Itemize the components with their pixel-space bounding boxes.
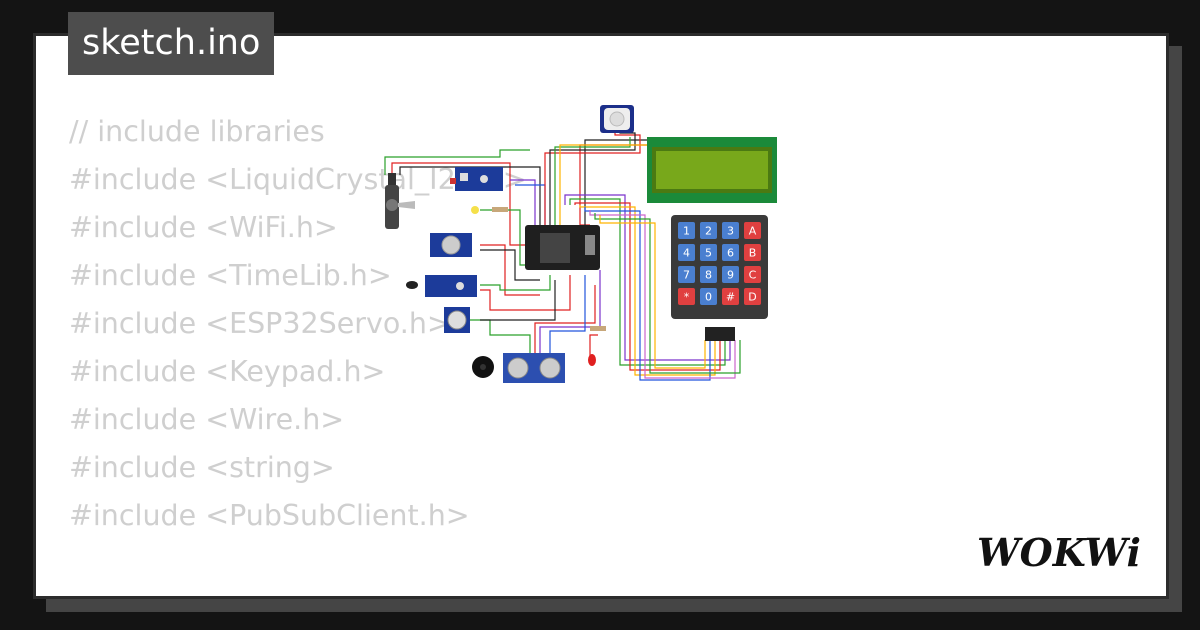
keypad-key (700, 222, 717, 239)
code-line: #include <PubSubClient.h> (69, 499, 470, 532)
keypad-key-label: 2 (705, 225, 712, 238)
keypad-key-label: A (749, 225, 757, 238)
keypad-key (700, 244, 717, 261)
wokwi-logo-text: WOKWi (977, 530, 1141, 575)
code-editor: // include libraries#include <LiquidCrys… (69, 108, 581, 596)
potentiometer (444, 307, 470, 333)
keypad-key (744, 244, 761, 261)
sensor-module (450, 167, 503, 191)
keypad-key (744, 288, 761, 305)
code-line: #include <Keypad.h> (69, 355, 386, 388)
keypad-key-label: B (749, 247, 757, 260)
led-red (588, 326, 606, 366)
keypad-key (678, 266, 695, 283)
circuit-diagram: 1 2 3 A 4 5 6 B 7 8 9 C * 0 # D (384, 105, 777, 383)
wires (384, 130, 741, 381)
code-line: #include <TimeLib.h> (69, 259, 392, 292)
wokwi-logo: WOKWi (977, 530, 1141, 575)
flame-sensor (406, 275, 477, 297)
gas-sensor (430, 233, 472, 257)
led-yellow (471, 206, 508, 214)
file-tab[interactable]: sketch.ino (68, 12, 275, 75)
pir-sensor (600, 105, 634, 133)
keypad-key-label: 1 (683, 225, 690, 238)
buzzer (472, 356, 494, 378)
keypad-keys: 1 2 3 A 4 5 6 B 7 8 9 C * 0 # D (678, 222, 761, 305)
code-line: #include <ESP32Servo.h> (69, 307, 451, 340)
keypad-key-label: 0 (705, 291, 712, 304)
keypad-key-label: D (748, 291, 756, 304)
keypad-key-label: 4 (683, 247, 690, 260)
code-line: #define NTP_SERVER "pool.ntp.org" (69, 588, 581, 596)
keypad-key (722, 266, 739, 283)
keypad-key-label: 3 (727, 225, 734, 238)
code-line: #include <WiFi.h> (69, 211, 338, 244)
keypad (671, 215, 768, 341)
esp32-board (525, 225, 600, 270)
keypad-key-label: 8 (705, 269, 712, 282)
code-line: // include libraries (69, 115, 325, 148)
keypad-key (722, 222, 739, 239)
keypad-key (722, 244, 739, 261)
code-line: #include <Wire.h> (69, 403, 345, 436)
keypad-key-label: 7 (683, 269, 690, 282)
keypad-key (744, 266, 761, 283)
keypad-key (678, 222, 695, 239)
keypad-key-label: 9 (727, 269, 734, 282)
keypad-key-label: 6 (727, 247, 734, 260)
servo-motor (385, 173, 415, 229)
keypad-key (678, 244, 695, 261)
keypad-key (678, 288, 695, 305)
keypad-key (744, 222, 761, 239)
keypad-key-label: 5 (705, 247, 712, 260)
keypad-key-label: C (749, 269, 757, 282)
keypad-key (700, 266, 717, 283)
lcd-display (647, 137, 777, 203)
keypad-key (700, 288, 717, 305)
code-line: #include <string> (69, 451, 335, 484)
keypad-key (722, 288, 739, 305)
ultrasonic-sensor (503, 353, 565, 383)
keypad-key-label: * (684, 291, 690, 304)
code-line (69, 540, 581, 588)
keypad-key-label: # (726, 291, 735, 304)
